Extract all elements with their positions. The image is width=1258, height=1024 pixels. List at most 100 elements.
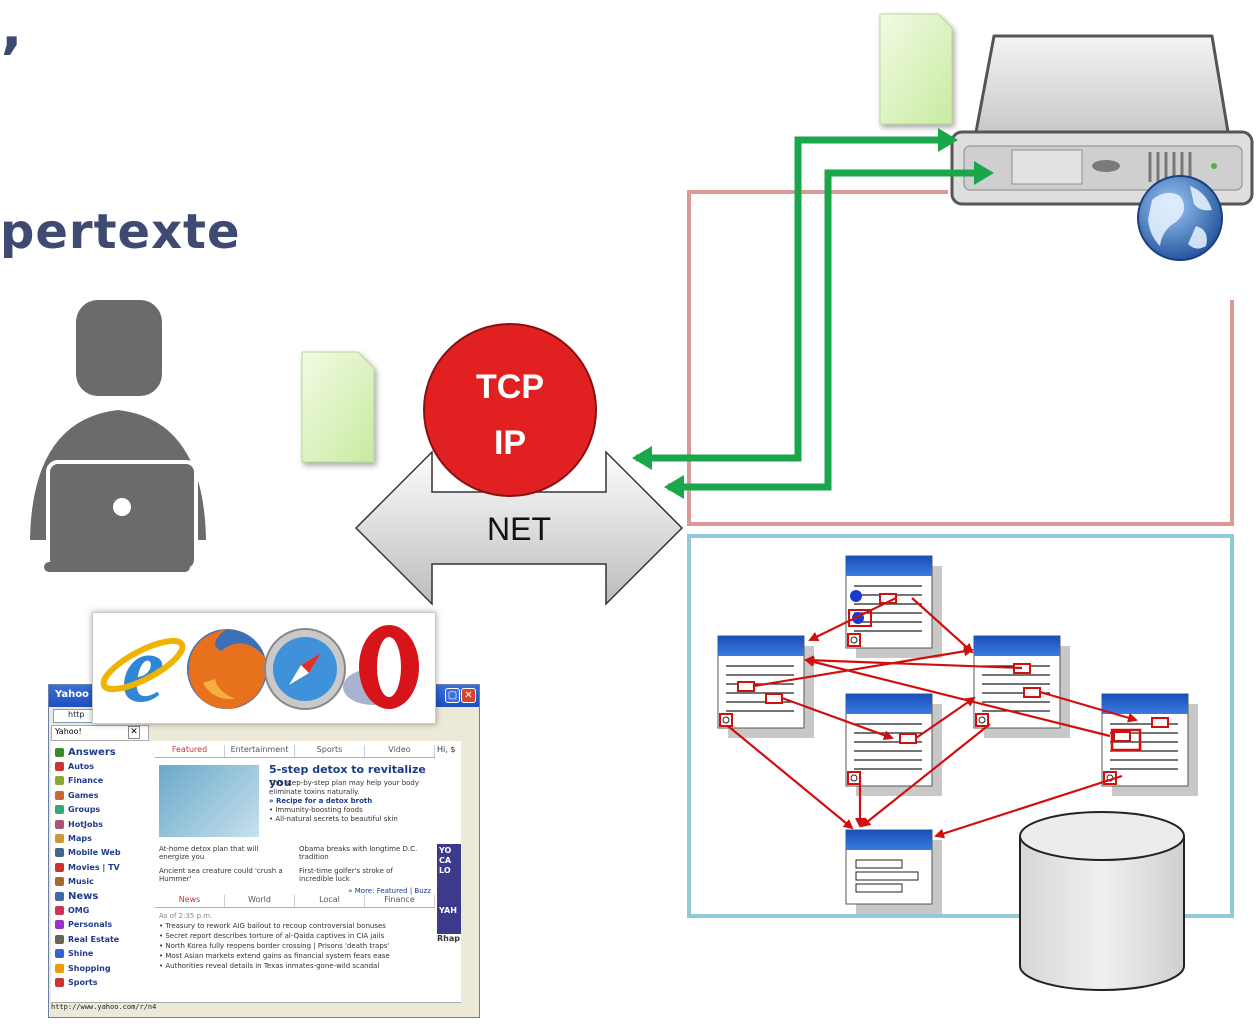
sidebar-link[interactable]: Answers [55,745,151,759]
server-box [687,190,1234,526]
web-page-icon [845,693,942,796]
ad-text: YAH [439,906,457,915]
tab-label: Yahoo! [55,727,82,736]
sidebar-link-icon [55,877,64,887]
sidebar-link-icon [55,776,64,786]
safari-icon [264,628,346,710]
window-title: Yahoo [55,689,89,700]
sidebar-link[interactable]: Music [55,875,151,889]
hyperlink-arrow [934,774,1123,839]
web-box [687,534,1234,918]
sidebar-link-icon [55,891,64,901]
sidebar-link[interactable]: Finance [55,774,151,788]
mini-story[interactable]: Obama breaks with longtime D.C. traditio… [299,845,418,861]
news-item[interactable]: • Most Asian markets extend gains as fin… [159,952,390,960]
story-link[interactable]: • Immunity-boosting foods [269,806,363,814]
tab[interactable]: Finance [365,895,435,907]
mini-story[interactable]: First-time golfer's stroke of incredible… [299,867,393,883]
tab[interactable]: World [225,895,295,907]
browser-tab[interactable]: Yahoo! ✕ [51,725,149,741]
sidebar-link-label: Shopping [68,963,111,973]
hyperlink-arrow [804,655,1023,670]
more-links[interactable]: » More: Featured | Buzz [348,887,431,895]
hyperlink-arrow [860,723,991,828]
link-anchor [1151,717,1169,728]
story-body: This step-by-step plan may help your bod… [269,779,435,824]
hyperlink-arrow [808,597,897,641]
maximize-button[interactable]: ▢ [445,688,460,703]
tab[interactable]: Entertainment [225,745,295,757]
hyperlink-arrow [915,696,976,739]
sidebar-link-label: Autos [68,762,94,772]
story-link[interactable]: » Recipe for a detox broth [269,797,373,805]
sidebar-link[interactable]: Shopping [55,961,151,975]
sidebar-link-label: HotJobs [68,819,103,829]
news-item[interactable]: • Secret report describes torture of al-… [159,932,385,940]
sidebar-link-label: Finance [68,776,104,786]
sidebar-link[interactable]: Shine [55,946,151,960]
ad-text: YO [439,846,452,855]
sidebar-link-label: OMG [68,905,90,915]
bullet-icon [850,590,862,602]
tab[interactable]: Video [365,745,435,757]
sidebar-link[interactable]: HotJobs [55,817,151,831]
sidebar-link[interactable]: Mobile Web [55,846,151,860]
web-page-icon [1101,693,1198,796]
mini-story[interactable]: Ancient sea creature could 'crush a Humm… [159,867,283,883]
sidebar-link-label: Answers [68,746,116,758]
sidebar-link[interactable]: Games [55,788,151,802]
server-icon [950,34,1254,206]
sidebar-link-icon [55,963,64,973]
sidebar-link[interactable]: Movies | TV [55,860,151,874]
news-time: As of 2:35 p.m. [159,912,213,920]
protocol-ip-label: IP [494,424,526,462]
sidebar-link-label: Mobile Web [68,848,121,858]
sidebar-link[interactable]: Personals [55,918,151,932]
sidebar-link[interactable]: Real Estate [55,932,151,946]
sidebar-link-icon [55,934,64,944]
sidebar-link-label: Movies | TV [68,862,120,872]
hyperlink-arrow [804,657,1111,738]
hyperlink-arrow [753,646,974,688]
news-item[interactable]: • Authorities reveal details in Texas in… [159,962,380,970]
sidebar-link[interactable]: Maps [55,831,151,845]
news-item[interactable]: • Treasury to rework AIG bailout to reco… [159,922,386,930]
link-anchor [1023,687,1041,698]
opera-icon [343,625,419,709]
sidebar-link-icon [55,762,64,772]
web-page-icon [845,555,942,658]
close-button[interactable]: ✕ [461,688,476,703]
mini-story[interactable]: At-home detox plan that will energize yo… [159,845,259,861]
greeting: Hi, $ [437,745,456,754]
ad-panel: YO CA LO YAH [437,844,461,934]
sidebar-link-icon [55,949,64,959]
tab[interactable]: News [155,895,225,907]
svg-text:e: e [122,615,165,722]
web-page-icon [845,829,942,914]
sidebar-link[interactable]: Sports [55,975,151,989]
user-laptop-icon [30,300,206,572]
news-item[interactable]: • North Korea fully reopens border cross… [159,942,390,950]
ad-text: Rhap [437,934,460,943]
status-bar: http://www.yahoo.com/r/n4 [51,1002,461,1015]
story-link[interactable]: • All-natural secrets to beautiful skin [269,815,398,823]
link-anchor [899,733,917,744]
tab[interactable]: Featured [155,745,225,757]
sidebar-link[interactable]: News [55,889,151,903]
tab[interactable]: Local [295,895,365,907]
featured-story: 5-step detox to revitalize you This step… [159,761,431,901]
sidebar-link-icon [55,805,64,815]
web-page-icon [973,635,1070,738]
yahoo-right-column: Hi, $ YO CA LO YAH Rhap [437,745,461,943]
story-headline[interactable]: 5-step detox to revitalize you [269,763,426,789]
hyperlink-arrow [1039,690,1138,723]
sidebar-link-label: Real Estate [68,934,120,944]
sidebar-link-label: Personals [68,920,113,930]
sidebar-link[interactable]: OMG [55,903,151,917]
sidebar-link[interactable]: Groups [55,803,151,817]
close-tab-icon[interactable]: ✕ [128,726,140,739]
tab[interactable]: Sports [295,745,365,757]
sidebar-link[interactable]: Autos [55,759,151,773]
